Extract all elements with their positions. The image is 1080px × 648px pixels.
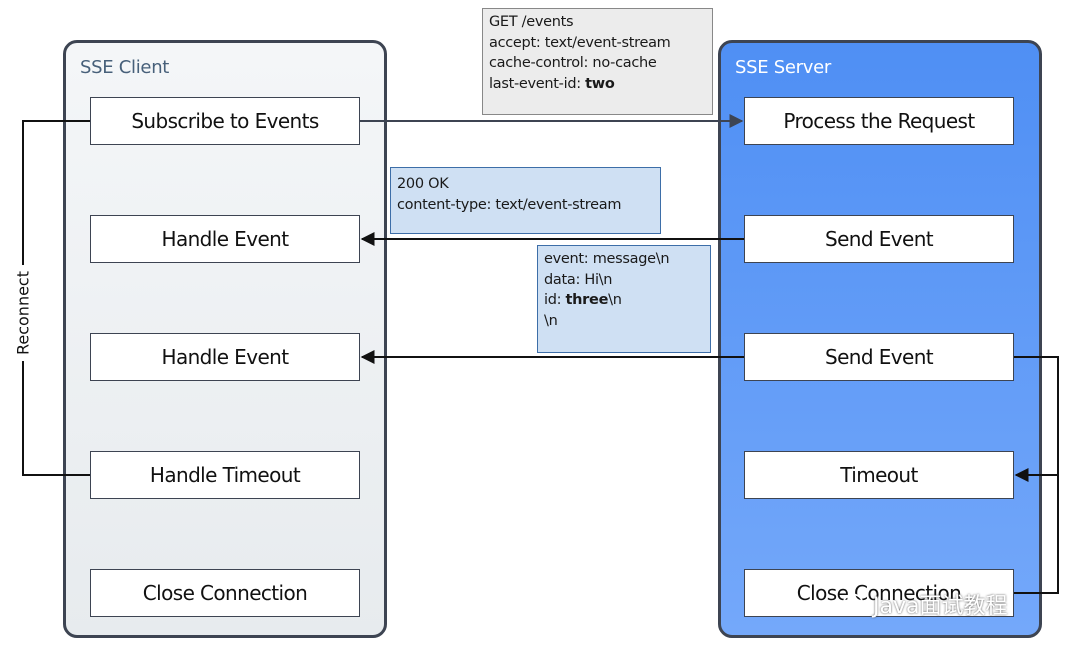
client-step-close-connection: Close Connection (90, 569, 360, 617)
client-step-handle-event-1: Handle Event (90, 215, 360, 263)
timeout-loop-top (1014, 356, 1059, 482)
timeout-loop-bottom (1014, 475, 1059, 594)
event-line-3-value: three (565, 292, 609, 308)
event-line-3-key: id: (544, 292, 566, 308)
request-line-4-key: last-event-id: (489, 75, 586, 92)
client-step-handle-timeout: Handle Timeout (90, 451, 360, 499)
request-line-3: cache-control: no-cache (489, 55, 657, 71)
wechat-icon (843, 593, 869, 614)
server-step-send-event-2: Send Event (744, 333, 1014, 381)
event-line-3-suffix: \n (608, 292, 622, 308)
watermark-text: Java面试教程 (873, 594, 1008, 619)
server-step-send-event-1: Send Event (744, 215, 1014, 263)
event-line-3: id: three\n (544, 290, 704, 311)
event-line-1: event: message\n (544, 251, 670, 267)
client-lane-title: SSE Client (80, 57, 170, 78)
server-step-timeout: Timeout (744, 451, 1014, 499)
event-payload-note: event: message\n data: Hi\n id: three\n … (537, 245, 711, 353)
request-line-1: GET /events (489, 14, 574, 30)
watermark: Java面试教程 (843, 588, 1007, 620)
server-step-close-connection: Close Connection (744, 569, 1014, 617)
server-step-process-request: Process the Request (744, 97, 1014, 145)
client-step-handle-event-2: Handle Event (90, 333, 360, 381)
event-line-4: \n (544, 312, 558, 329)
reconnect-loop (22, 120, 90, 476)
server-lane-title: SSE Server (735, 57, 831, 78)
response-headers-note: 200 OK content-type: text/event-stream (390, 167, 661, 234)
request-headers-note: GET /events accept: text/event-stream ca… (482, 8, 713, 115)
client-step-subscribe: Subscribe to Events (90, 97, 360, 145)
response-line-2: content-type: text/event-stream (397, 196, 622, 213)
request-line-4: last-event-id: two (489, 74, 706, 95)
request-line-4-value: two (585, 75, 615, 92)
request-line-2: accept: text/event-stream (489, 34, 671, 51)
response-line-1: 200 OK (397, 176, 449, 192)
event-line-2: data: Hi\n (544, 271, 613, 288)
